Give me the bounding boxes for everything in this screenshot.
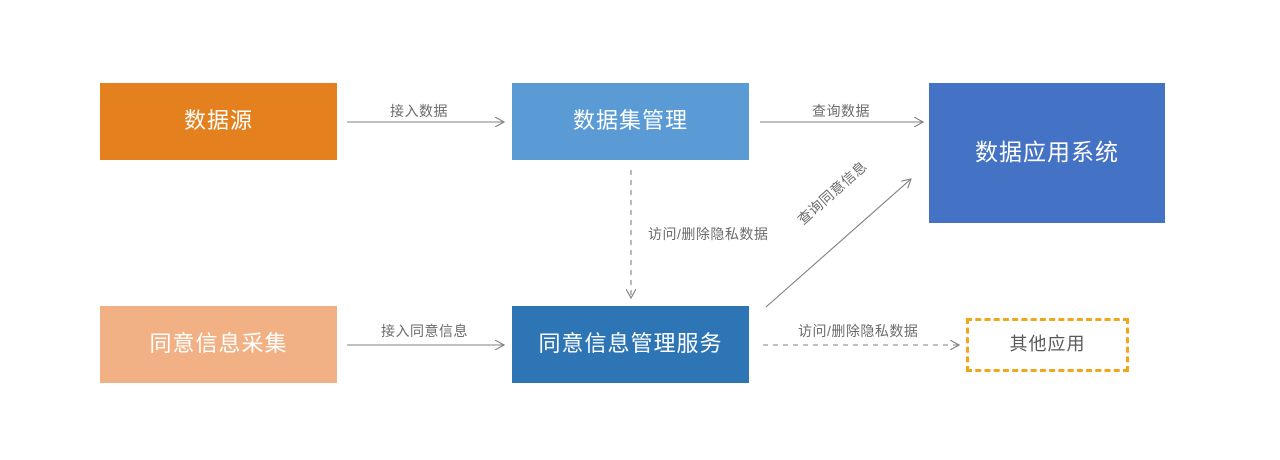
node-consent-collection[interactable]: 同意信息采集 bbox=[100, 306, 337, 383]
node-dataset-management[interactable]: 数据集管理 bbox=[512, 83, 749, 160]
edge-label-query-consent-info: 查询同意信息 bbox=[794, 157, 871, 228]
edge-label-access-delete-private-data-vertical: 访问/删除隐私数据 bbox=[648, 226, 769, 242]
node-other-applications[interactable]: 其他应用 bbox=[966, 318, 1129, 372]
edge-label-access-delete-private-data-horizontal: 访问/删除隐私数据 bbox=[798, 323, 919, 339]
edge-label-query-data: 查询数据 bbox=[812, 103, 870, 119]
node-consent-management-service[interactable]: 同意信息管理服务 bbox=[512, 306, 749, 383]
edge-label-ingest-data: 接入数据 bbox=[390, 103, 448, 119]
edge-label-ingest-consent-info: 接入同意信息 bbox=[381, 323, 468, 339]
node-datasource[interactable]: 数据源 bbox=[100, 83, 337, 160]
node-data-application-system[interactable]: 数据应用系统 bbox=[929, 83, 1165, 223]
